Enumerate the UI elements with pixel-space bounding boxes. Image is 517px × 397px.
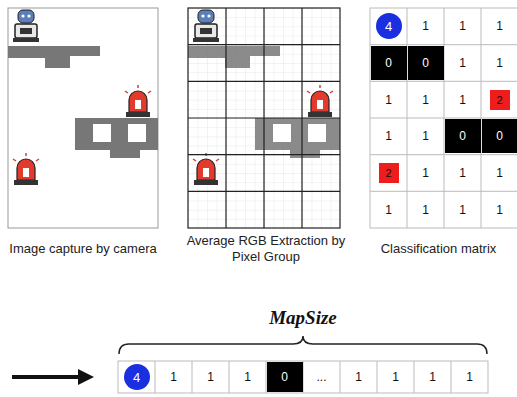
robot-cell: 4: [124, 364, 150, 390]
free-cell: 1: [447, 198, 479, 222]
brace: [119, 336, 487, 354]
free-cell: 1: [484, 51, 516, 75]
strip-cell: 1: [195, 365, 227, 389]
matrix-grid: [370, 8, 517, 228]
panel-caption: Average RGB Extraction by Pixel Group: [178, 232, 354, 266]
strip-cell: 1: [343, 365, 375, 389]
obstacle-cell: 0: [371, 46, 407, 80]
strip-cell: 1: [454, 365, 486, 389]
strip-cell: 1: [158, 365, 190, 389]
free-cell: 1: [410, 88, 442, 112]
obstacle-cell: 0: [445, 119, 481, 153]
arrow: [12, 369, 94, 385]
free-cell: 1: [447, 51, 479, 75]
siren-cell: 2: [379, 163, 399, 183]
free-cell: 1: [447, 161, 479, 185]
obstacle-cell: 0: [408, 46, 444, 80]
strip-grid: [118, 361, 488, 393]
free-cell: 1: [447, 88, 479, 112]
obstacle-cell: 0: [482, 119, 517, 153]
panel-caption: Image capture by camera: [8, 232, 158, 266]
free-cell: 1: [373, 88, 405, 112]
free-cell: 1: [373, 124, 405, 148]
camera-image: [8, 8, 158, 228]
free-cell: 1: [410, 14, 442, 38]
strip-cell: 1: [417, 365, 449, 389]
siren-cell: 2: [490, 90, 510, 110]
free-cell: 1: [484, 198, 516, 222]
grid-image: [188, 8, 340, 228]
free-cell: 1: [373, 198, 405, 222]
free-cell: 1: [410, 198, 442, 222]
robot-cell: 4: [376, 13, 402, 39]
free-cell: 1: [410, 124, 442, 148]
panel-caption: Classification matrix: [360, 232, 517, 266]
map-size-label: MapSize: [210, 304, 396, 332]
free-cell: 1: [484, 161, 516, 185]
free-cell: 1: [410, 161, 442, 185]
strip-cell: 1: [380, 365, 412, 389]
free-cell: 1: [484, 14, 516, 38]
obstacle-cell: 0: [267, 362, 303, 392]
free-cell: 1: [447, 14, 479, 38]
strip-cell: 1: [232, 365, 264, 389]
strip-cell: ...: [306, 365, 338, 389]
